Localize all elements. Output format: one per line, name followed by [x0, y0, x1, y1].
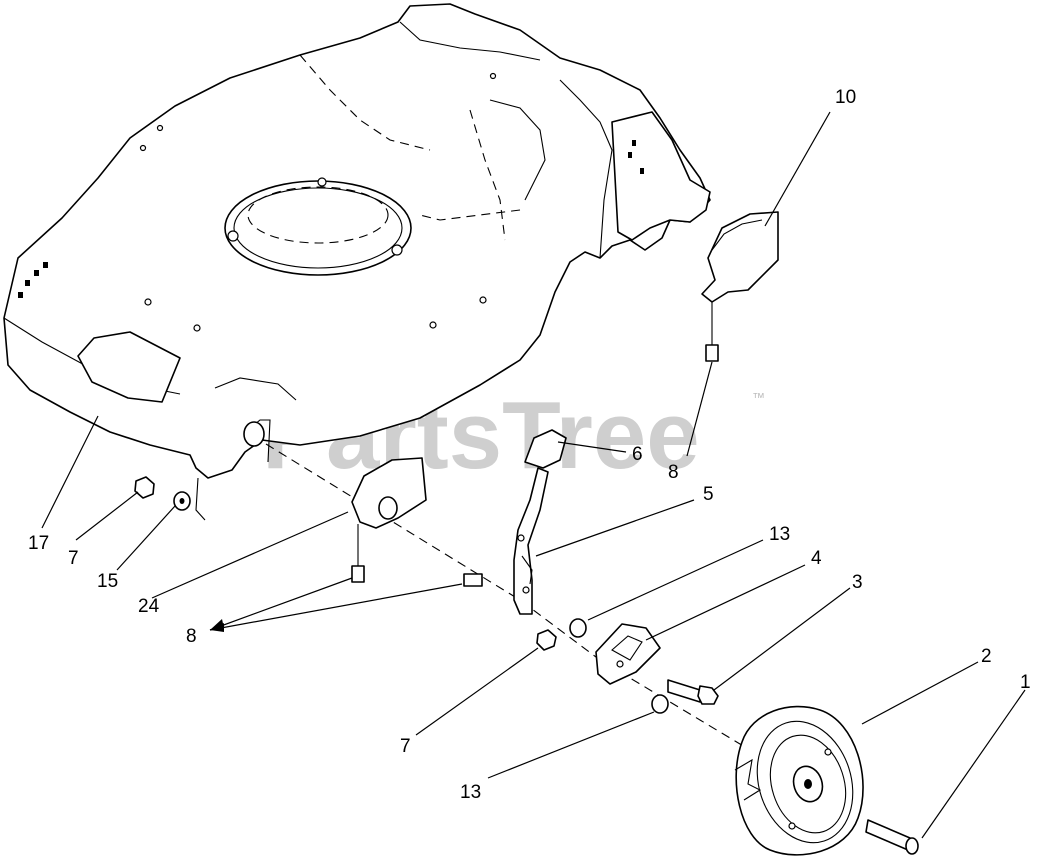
axle-bolt [865, 819, 919, 855]
adjuster-handle-grip [524, 429, 567, 469]
callout-7-front: 7 [400, 736, 411, 757]
washer-left [173, 491, 191, 511]
height-adjuster-plate-upper [701, 211, 779, 303]
callout-15: 15 [97, 571, 118, 592]
callout-4: 4 [811, 548, 822, 569]
callout-2: 2 [981, 646, 992, 667]
wheel-mount-bracket [595, 623, 661, 685]
callout-6: 6 [632, 444, 643, 465]
callout-8-lower: 8 [186, 626, 197, 647]
spacer-upper [569, 618, 587, 638]
axle-centerline [265, 443, 751, 751]
screw-front [463, 573, 483, 587]
callout-10: 10 [835, 87, 856, 108]
callout-3: 3 [852, 572, 863, 593]
leader-lines [41, 111, 1026, 839]
shoulder-bolt [667, 679, 719, 705]
wheel [734, 705, 864, 856]
nut-left [134, 476, 155, 499]
callout-13-lower: 13 [460, 782, 481, 803]
callout-8-upper: 8 [668, 462, 679, 483]
screw-upper [705, 302, 719, 362]
callout-5: 5 [703, 484, 714, 505]
callout-labels: 10 6 8 5 13 4 3 2 1 17 7 15 24 8 7 13 [28, 87, 1031, 803]
callout-1: 1 [1020, 672, 1031, 693]
height-adjuster-plate-rear [351, 457, 427, 568]
spacer-lower [651, 694, 669, 714]
trademark-symbol: ™ [752, 390, 765, 405]
mower-deck [3, 3, 711, 521]
screw-rear [351, 565, 365, 583]
height-adjust-lever [513, 467, 549, 615]
callout-17: 17 [28, 533, 49, 554]
nut-front [536, 629, 557, 651]
callout-24: 24 [138, 596, 160, 617]
callout-13-upper: 13 [769, 524, 790, 545]
callout-7-left: 7 [68, 548, 79, 569]
